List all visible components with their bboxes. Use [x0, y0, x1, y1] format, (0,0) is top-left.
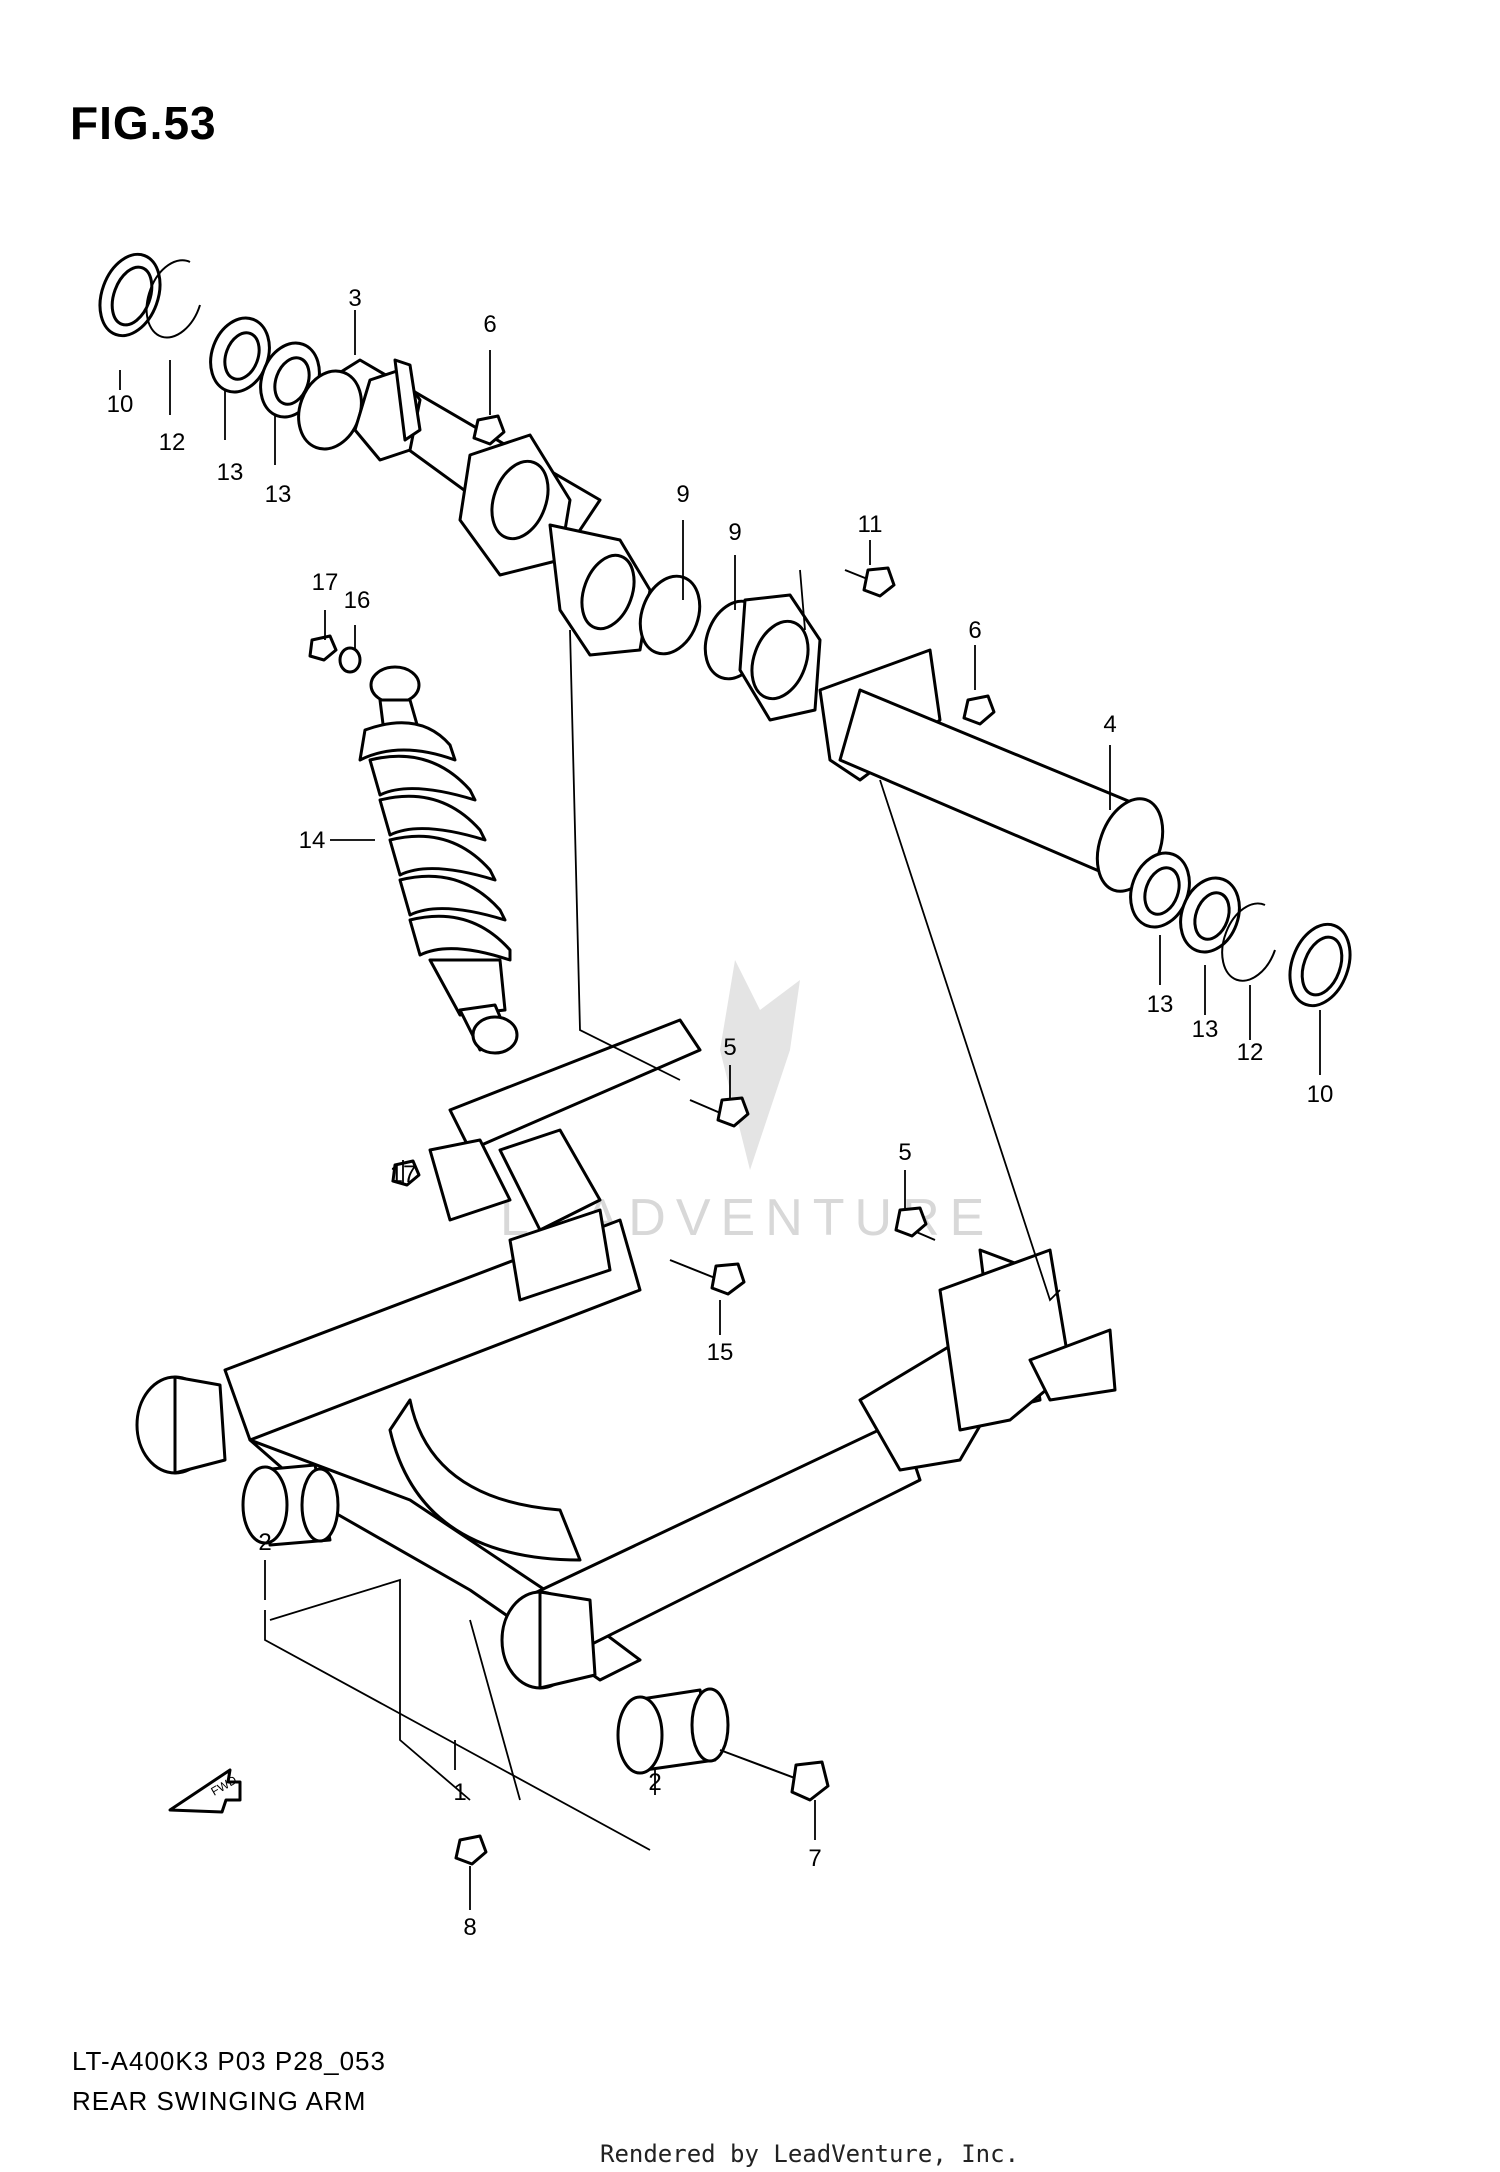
callout-11: 11 — [858, 511, 883, 538]
bushing-right-outer[interactable] — [500, 1590, 597, 1690]
pivot-shaft-3[interactable] — [288, 358, 652, 657]
callout-1: 1 — [453, 1779, 466, 1806]
nut-17-upper[interactable] — [308, 634, 338, 662]
bushing-2-right[interactable] — [616, 1687, 730, 1775]
bolt-15[interactable] — [669, 1259, 746, 1296]
callout-10-right: 10 — [1307, 1081, 1334, 1108]
bushing-2-left[interactable] — [241, 1463, 340, 1547]
bolt-5-lower[interactable] — [894, 1206, 936, 1241]
callout-5-lower: 5 — [898, 1139, 911, 1166]
washer-16[interactable] — [338, 646, 362, 674]
shock-absorber-14[interactable] — [358, 665, 519, 1055]
model-code: LT-A400K3 P03 P28_053 — [72, 2046, 386, 2076]
callout-13-right-b: 13 — [1192, 1016, 1219, 1043]
bushing-2-left-outer[interactable] — [135, 1375, 227, 1475]
callout-8: 8 — [463, 1914, 476, 1941]
nut-6-right[interactable] — [962, 694, 996, 726]
pivot-shaft-4[interactable] — [738, 593, 1175, 900]
leader-lines — [119, 310, 1321, 1910]
callout-17-lower: 17 — [390, 1161, 417, 1188]
callout-13-right-a: 13 — [1147, 991, 1174, 1018]
alignment-lines — [264, 569, 1061, 1851]
callout-14: 14 — [299, 827, 326, 854]
nut-17-lower[interactable] — [391, 1159, 421, 1187]
nut-6-left[interactable] — [472, 414, 506, 446]
callout-15: 15 — [707, 1339, 734, 1366]
callout-6-left: 6 — [483, 311, 496, 338]
callout-16: 16 — [344, 587, 371, 614]
callout-12-right: 12 — [1237, 1039, 1264, 1066]
figure-caption: REAR SWINGING ARM — [72, 2086, 367, 2116]
seal-10-right[interactable] — [1279, 916, 1360, 1014]
callout-10-left: 10 — [107, 391, 134, 418]
callout-17-upper: 17 — [312, 569, 339, 596]
callout-13-left-b: 13 — [265, 481, 292, 508]
callout-2-right: 2 — [648, 1769, 661, 1796]
fwd-arrow: FWD — [168, 1768, 242, 1814]
bolt-7[interactable] — [719, 1749, 830, 1802]
callout-9-right: 9 — [728, 519, 741, 546]
circlip-12-right[interactable] — [1221, 902, 1276, 982]
seal-10-left[interactable] — [89, 246, 170, 344]
circlip-12-left[interactable] — [145, 259, 201, 339]
callout-4: 4 — [1103, 711, 1116, 738]
nut-8[interactable] — [454, 1834, 488, 1866]
figure-title: FIG.53 — [70, 97, 217, 149]
callout-5-upper: 5 — [723, 1034, 736, 1061]
callout-3: 3 — [348, 285, 361, 312]
rendered-by-footer: Rendered by LeadVenture, Inc. — [600, 2140, 1020, 2168]
swing-arm-1[interactable] — [223, 1018, 1117, 1682]
callout-2-left: 2 — [258, 1529, 271, 1556]
callout-12-left: 12 — [159, 429, 186, 456]
bearing-13-right-a[interactable] — [1121, 845, 1200, 936]
callout-6-right: 6 — [968, 617, 981, 644]
callout-labels: 10 12 13 13 3 6 9 9 11 6 4 13 13 12 10 1… — [107, 285, 1334, 1941]
callout-9-left: 9 — [676, 481, 689, 508]
bolt-11[interactable] — [844, 566, 896, 598]
callout-7: 7 — [808, 1845, 821, 1872]
callout-13-left-a: 13 — [217, 459, 244, 486]
bolt-5-upper[interactable] — [689, 1096, 750, 1128]
